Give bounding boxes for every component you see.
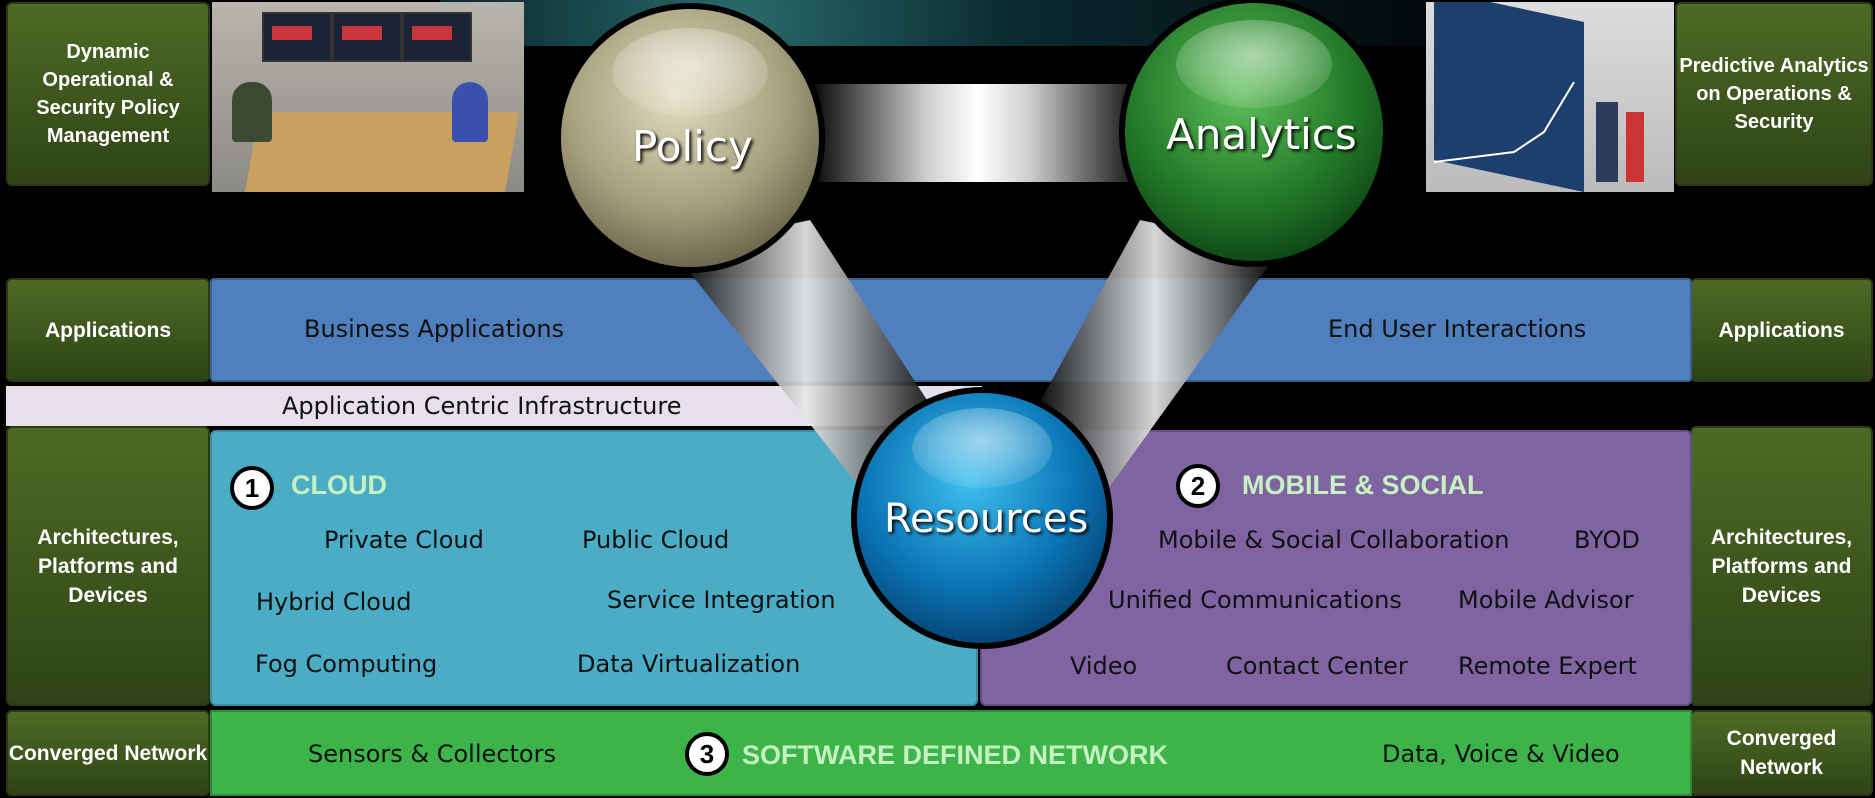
private-cloud-label: Private Cloud (324, 526, 484, 554)
right-label-applications: Applications (1690, 278, 1873, 382)
fog-computing-label: Fog Computing (255, 650, 438, 678)
business-applications-label: Business Applications (304, 315, 565, 343)
sdn-title: SOFTWARE DEFINED NETWORK (742, 740, 1168, 770)
left-label-architectures: Architectures, Platforms and Devices (6, 426, 210, 706)
right-label-architectures: Architectures, Platforms and Devices (1690, 426, 1873, 706)
resources-sphere (851, 387, 1113, 649)
analytics-sphere (1119, 0, 1389, 267)
hybrid-cloud-label: Hybrid Cloud (256, 588, 412, 616)
cloud-title: CLOUD (291, 470, 387, 500)
policy-analytics-connector (808, 84, 1148, 182)
sdn-number-badge: 3 (685, 732, 729, 776)
byod-label: BYOD (1574, 526, 1640, 554)
applications-band (210, 278, 1692, 382)
meeting-room-photo (212, 2, 524, 192)
analytics-wall-photo (1426, 2, 1674, 192)
analytics-resources-beam (1030, 220, 1280, 500)
policy-resources-beam (672, 220, 940, 500)
public-cloud-label: Public Cloud (582, 526, 730, 554)
cloud-panel (210, 430, 978, 706)
analytics-label: Analytics (1166, 110, 1357, 159)
left-label-applications: Applications (6, 278, 210, 382)
right-label-network: Converged Network (1690, 710, 1873, 796)
service-integration-label: Service Integration (607, 586, 836, 614)
chart-line-graphic (1434, 81, 1575, 163)
data-virtualization-label: Data Virtualization (577, 650, 801, 678)
aci-label: Application Centric Infrastructure (282, 392, 682, 420)
cloud-number-badge: 1 (230, 466, 274, 510)
resources-label: Resources (884, 496, 1089, 542)
policy-label: Policy (632, 122, 753, 171)
right-label-predictive-analytics: Predictive Analytics on Operations & Sec… (1675, 2, 1873, 186)
left-label-policy-management: Dynamic Operational & Security Policy Ma… (6, 2, 210, 186)
unified-communications-label: Unified Communications (1108, 586, 1402, 614)
mobile-social-collaboration-label: Mobile & Social Collaboration (1158, 526, 1510, 554)
contact-center-label: Contact Center (1226, 652, 1408, 680)
end-user-interactions-label: End User Interactions (1328, 315, 1587, 343)
policy-sphere (555, 3, 825, 273)
left-label-network: Converged Network (6, 710, 210, 796)
data-voice-video-label: Data, Voice & Video (1382, 740, 1620, 768)
sensors-collectors-label: Sensors & Collectors (308, 740, 556, 768)
mobile-social-title: MOBILE & SOCIAL (1242, 470, 1484, 500)
video-label: Video (1070, 652, 1138, 680)
mobile-number-badge: 2 (1176, 464, 1220, 508)
remote-expert-label: Remote Expert (1458, 652, 1637, 680)
mobile-advisor-label: Mobile Advisor (1458, 586, 1634, 614)
sdn-band (210, 710, 1692, 796)
